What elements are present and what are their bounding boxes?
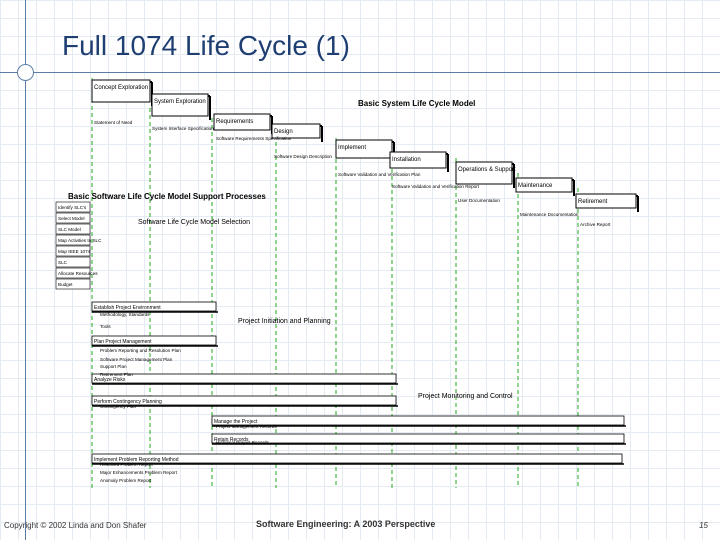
sub-item: Major Enhancements Problem Report [100, 470, 178, 475]
left-label: Map Activities to SLC [58, 238, 102, 243]
left-label-box [55, 267, 91, 279]
sub-item: Historical Project Records [216, 440, 270, 445]
phase-label: System Exploration [154, 99, 206, 105]
left-label: Budget [58, 282, 73, 287]
left-label: Allocate Resources [58, 271, 98, 276]
sub-item: Methodology, Standards [100, 312, 150, 317]
monitoring-label: Project Monitoring and Control [418, 393, 513, 400]
phase-label: Design [274, 129, 293, 135]
basic-model-title: Basic System Life Cycle Model [358, 99, 475, 108]
left-label-box [55, 212, 91, 224]
phase-output: Maintenance Documentation [520, 212, 579, 217]
phase-box [213, 113, 271, 131]
sub-item: Project Management Records [216, 424, 277, 429]
left-label: SLC [58, 260, 68, 265]
sub-item: Software Project Management Plan [100, 357, 173, 362]
process-bar-label: Analyze Risks [94, 377, 126, 383]
footer-title: Software Engineering: A 2003 Perspective [256, 519, 436, 529]
phase-box [151, 93, 209, 117]
process-bar [91, 301, 217, 312]
phase-box [271, 123, 321, 139]
phase-output: Statement of Need [94, 120, 133, 125]
phase-output: Software Validation and Verification Pla… [338, 172, 421, 177]
phase-label: Operations & Support [458, 167, 516, 173]
phase-output: Software Validation and Verification Rep… [392, 184, 480, 189]
phase-label: Concept Exploration [94, 85, 148, 91]
left-label-box [55, 278, 91, 290]
process-bar [91, 453, 623, 464]
phase-box [91, 79, 151, 103]
phase-output: System Interface Specification [152, 126, 214, 131]
phase-box [575, 193, 637, 209]
process-bar [91, 335, 217, 346]
initiation-label: Project Initiation and Planning [238, 318, 331, 325]
process-bar-label: Perform Contingency Planning [94, 399, 162, 405]
sub-item: Anomaly Problem Report [100, 478, 152, 483]
sub-item: Tools [100, 324, 111, 329]
phase-output: User Documentation [458, 198, 500, 203]
left-label-box [55, 234, 91, 246]
left-label-box [55, 245, 91, 257]
process-bar-label: Manage the Project [214, 419, 258, 425]
selection-label: Software Life Cycle Model Selection [138, 219, 250, 226]
left-label-box [55, 256, 91, 268]
process-bar [211, 433, 625, 444]
sub-item: Resolved Problem Report [100, 462, 153, 467]
left-label-box [55, 201, 91, 213]
sub-item: Problem Reporting and Resolution Plan [100, 348, 181, 353]
phase-box [455, 161, 513, 185]
process-bar-label: Establish Project Environment [94, 305, 161, 311]
phase-label: Maintenance [518, 183, 553, 189]
process-bar-label: Retain Records [214, 437, 249, 443]
page-number: 15 [699, 521, 708, 530]
left-label: Map IEEE 1074 [58, 249, 91, 254]
phase-box [389, 151, 447, 169]
phase-output: Software Requirements Specification [216, 136, 292, 141]
process-bar-label: Implement Problem Reporting Method [94, 457, 179, 463]
slide-title: Full 1074 Life Cycle (1) [62, 30, 350, 61]
process-bar [211, 415, 625, 426]
support-title: Basic Software Life Cycle Model Support … [68, 192, 266, 201]
left-label-box [55, 223, 91, 235]
process-bar [91, 373, 397, 384]
decorative-horizontal-rule [0, 72, 720, 73]
process-bar [91, 395, 397, 406]
phase-label: Retirement [578, 199, 608, 205]
phase-box [335, 139, 393, 159]
left-label: Identify SLC's [58, 205, 87, 210]
phase-label: Implement [338, 145, 366, 151]
decorative-vertical-rule [25, 0, 26, 540]
phase-label: Requirements [216, 119, 253, 125]
phase-output: Software Design Description [274, 154, 332, 159]
left-label: SLC Model [58, 227, 81, 232]
left-label: Select Model [58, 216, 85, 221]
phase-output: Archive Report [580, 222, 611, 227]
phase-label: Installation [392, 157, 421, 163]
sub-item: Retirement Plan [100, 372, 133, 377]
sub-item: Support Plan [100, 364, 127, 369]
footer-copyright: Copyright © 2002 Linda and Don Shafer [4, 521, 147, 530]
phase-box [515, 177, 573, 193]
decorative-circle [17, 64, 34, 81]
process-bar-label: Plan Project Management [94, 339, 152, 345]
sub-item: Contingency Plan [100, 404, 136, 409]
